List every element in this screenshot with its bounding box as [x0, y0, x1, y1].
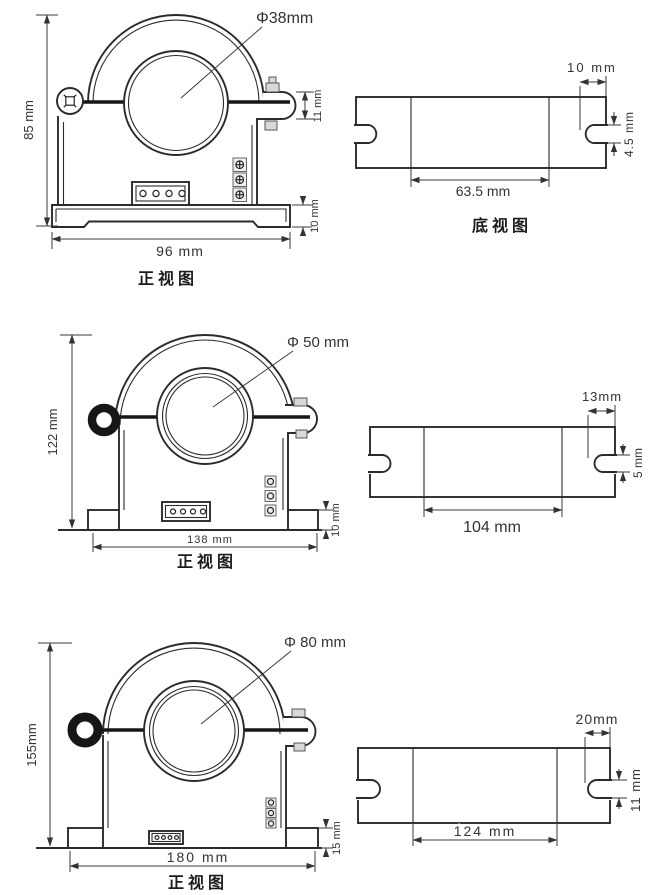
notch-offset-dim-label: 20mm	[576, 711, 619, 727]
dim-notch-offset-20: 20mm	[576, 711, 619, 783]
inner-span-dim-label: 63.5 mm	[456, 183, 510, 199]
hole-diameter-label: Φ 50 mm	[287, 334, 349, 351]
dim-height-155: 155mm	[24, 642, 72, 847]
notch-height-dim-label: 5 mm	[631, 448, 645, 478]
bottom-view-caption: 底视图	[472, 216, 532, 235]
latch-screw-icon	[264, 120, 278, 131]
latch-screw-icon	[268, 76, 277, 84]
dim-width-96: 96 mm	[51, 232, 291, 259]
inner-span-dim-label: 124 mm	[454, 823, 517, 839]
terminal-connector	[131, 181, 190, 206]
figure1-bottom-view: 10 mm 4.5 mm 63.5 mm 底视图	[354, 60, 636, 235]
figure3-bottom-view: 20mm 11 mm 124 mm	[356, 711, 643, 846]
front-view-caption: 正视图	[138, 269, 198, 288]
din-notch	[587, 779, 612, 799]
screw-terminals	[264, 475, 277, 517]
dim-notch-height-5: 5 mm	[616, 444, 645, 483]
dim-notch-offset-13: 13mm	[582, 389, 622, 458]
dim-span-104: 104 mm	[423, 497, 563, 536]
width-dim-label: 180 mm	[167, 849, 230, 865]
through-hole	[123, 50, 229, 156]
front-view-caption: 正视图	[177, 552, 237, 571]
mounting-feet	[36, 827, 322, 849]
dim-height-85: 85 mm	[21, 14, 58, 227]
din-notch	[354, 124, 378, 144]
mounting-feet	[58, 509, 322, 531]
dim-notch-offset-10: 10 mm	[567, 60, 617, 130]
clamp-latch	[280, 708, 317, 828]
through-hole	[143, 680, 245, 782]
figure3-front-view: 155mm Φ 80 mm 15 mm 180 mm 正视图	[24, 634, 346, 892]
notch-offset-dim-label: 13mm	[582, 389, 622, 404]
front-view-caption: 正视图	[168, 873, 228, 892]
screw-terminals	[265, 797, 277, 829]
clamp-latch	[282, 397, 318, 510]
din-notch	[356, 779, 381, 799]
dim-base-10: 10 mm	[292, 195, 321, 237]
screw-terminals	[232, 157, 247, 202]
base-height-dim-label: 10 mm	[330, 503, 342, 537]
hinge-ring	[67, 712, 103, 748]
through-hole	[156, 367, 254, 465]
dim-span-124: 124 mm	[412, 821, 558, 846]
dim-span-63-5: 63.5 mm	[410, 168, 550, 199]
notch-offset-dim-label: 10 mm	[567, 60, 617, 75]
din-notch	[584, 124, 608, 144]
clamp-latch	[251, 76, 297, 205]
hole-diameter-label: Φ 80 mm	[284, 634, 346, 651]
dim-base-15: 15 mm	[318, 818, 343, 858]
notch-height-dim-label: 4.5 mm	[622, 111, 636, 157]
dim-notch-height-11: 11 mm	[611, 768, 643, 812]
din-notch	[593, 454, 617, 473]
latch-screw-icon	[265, 82, 280, 93]
notch-height-dim-label: 11 mm	[628, 768, 643, 812]
figure2-front-view: 122 mm Φ 50 mm 10 mm 138 mm 正视图	[45, 334, 349, 571]
dim-slot-11: 11 mm	[296, 90, 324, 123]
dim-width-180: 180 mm	[69, 847, 316, 872]
width-dim-label: 138 mm	[187, 534, 233, 546]
dim-hole-50: Φ 50 mm	[212, 334, 349, 408]
hinge-pin	[56, 87, 84, 115]
width-dim-label: 96 mm	[156, 243, 204, 259]
height-dim-label: 85 mm	[21, 100, 36, 140]
dim-notch-height-4-5: 4.5 mm	[607, 111, 636, 157]
figure1-front-view: 85 mm Φ38mm 11 mm 10 mm 96 mm 正视图	[21, 10, 324, 288]
terminal-connector	[161, 501, 211, 522]
dim-width-138: 138 mm	[92, 532, 318, 552]
inner-span-dim-label: 104 mm	[463, 519, 521, 536]
base-height-dim-label: 15 mm	[331, 821, 343, 855]
dim-height-122: 122 mm	[45, 334, 92, 529]
base-height-dim-label: 10 mm	[309, 199, 321, 233]
terminal-connector	[148, 830, 184, 845]
height-dim-label: 155mm	[24, 723, 39, 766]
dim-hole-38: Φ38mm	[180, 10, 313, 99]
figure2-bottom-view: 13mm 5 mm 104 mm	[368, 389, 645, 536]
hinge-ring	[87, 403, 121, 437]
height-dim-label: 122 mm	[45, 409, 60, 456]
din-notch	[368, 454, 392, 473]
dim-hole-80: Φ 80 mm	[200, 634, 346, 725]
mounting-base	[51, 204, 291, 228]
hole-diameter-label: Φ38mm	[256, 10, 313, 27]
dim-base-10: 10 mm	[319, 500, 342, 540]
slot-dim-label: 11 mm	[312, 90, 324, 123]
